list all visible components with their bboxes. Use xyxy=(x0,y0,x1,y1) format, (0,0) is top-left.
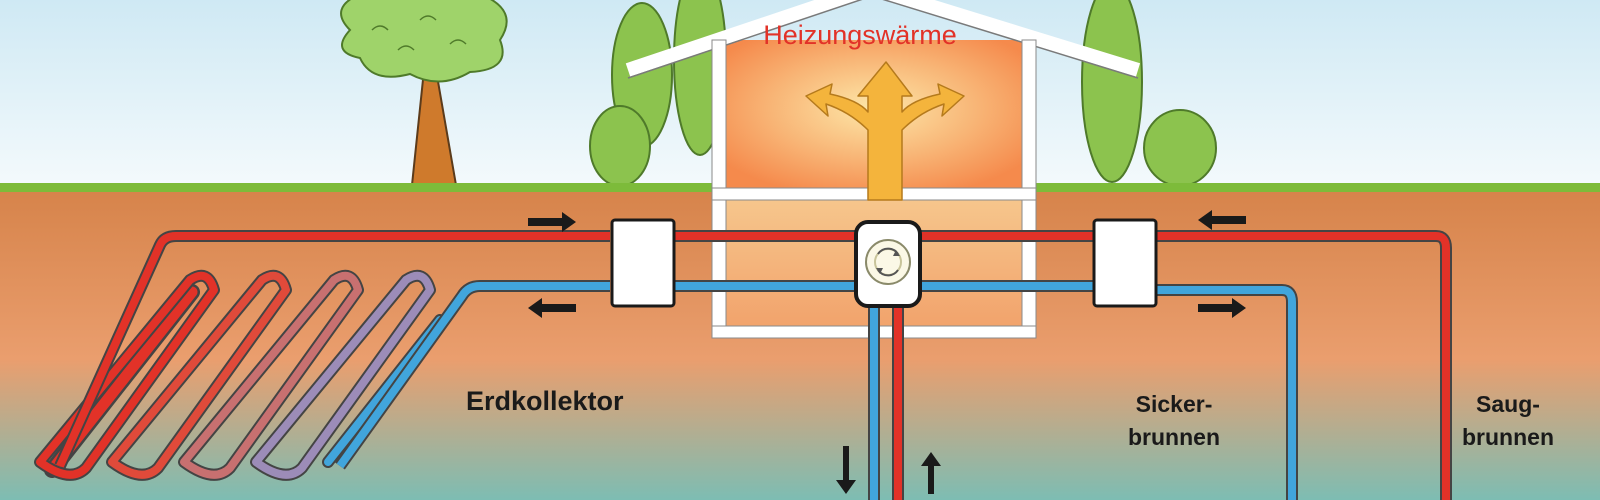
flow-arrow-icon xyxy=(528,210,1246,494)
suction-well-label: Saug- brunnen xyxy=(1462,388,1554,454)
shrub xyxy=(589,105,651,187)
ground-collector-label: Erdkollektor xyxy=(466,386,624,416)
shrub xyxy=(1081,0,1143,183)
cold-pipe-left xyxy=(335,280,610,470)
vertical-probe-pipes xyxy=(868,290,904,500)
well-pipes xyxy=(1152,230,1452,500)
injection-well-label: Sicker- brunnen xyxy=(1128,388,1220,454)
injection-well-label-line2: brunnen xyxy=(1128,424,1220,450)
suction-well-label-line2: brunnen xyxy=(1462,424,1554,450)
injection-well-label-line1: Sicker- xyxy=(1135,391,1213,417)
heat-exchanger-left-icon xyxy=(610,218,676,308)
shrub xyxy=(1143,109,1217,187)
hot-pipe-left xyxy=(54,230,610,469)
heating-heat-title: Heizungswärme xyxy=(763,20,957,50)
suction-well-label-line1: Saug- xyxy=(1476,391,1540,417)
heat-exchanger-right-icon xyxy=(1092,218,1158,308)
tree-icon xyxy=(340,0,508,186)
heat-arrow-icon xyxy=(805,61,965,201)
heat-pump-icon xyxy=(854,220,922,308)
